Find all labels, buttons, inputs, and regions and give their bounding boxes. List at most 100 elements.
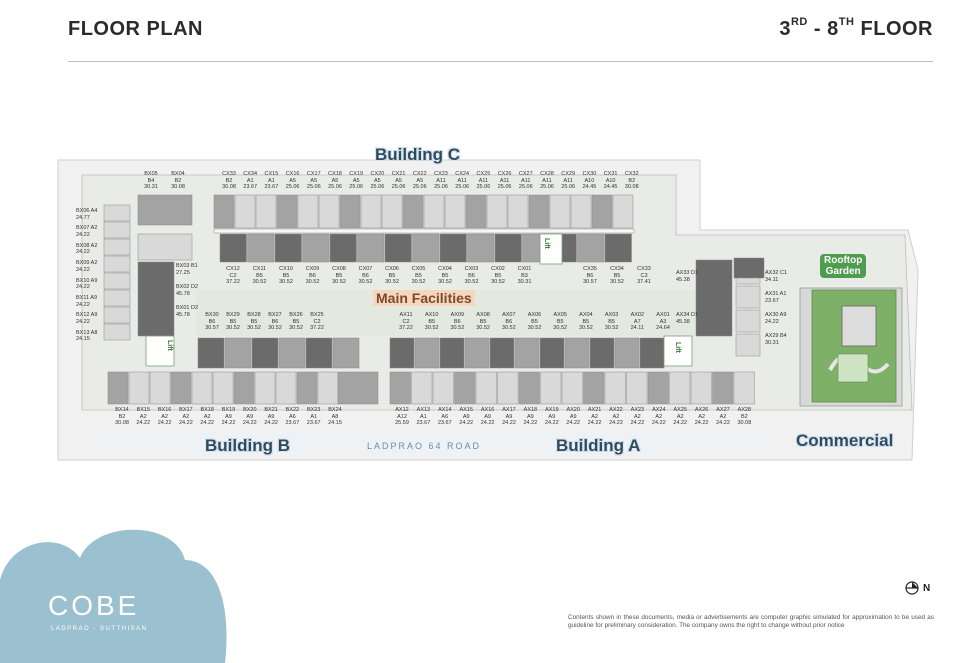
a-bottom-ax15 [454,371,476,405]
unit-label-ax33: AX33 D1 45.38 [676,270,699,283]
c-top-cx24 [444,194,466,229]
c-top-cx33 [213,194,235,229]
c-top-cx19 [339,194,361,229]
a-top-ax02 [614,337,640,369]
c-top-left-block [137,194,193,226]
unit-label-ax17: AX17 A9 24.22 [502,407,516,426]
lift-b [145,335,175,367]
c-top-cx16 [276,194,298,229]
a-top-ax11 [389,337,415,369]
unit-label-cx10: CX10 B5 30.52 [279,266,293,285]
a-bottom-ax27 [712,371,734,405]
a-top-ax10 [414,337,440,369]
b-left-bx09 [103,255,131,273]
b-left-bx06 [103,204,131,222]
unit-label-bx07: BX07 A2 24.22 [76,225,98,238]
a-bottom-ax22 [604,371,626,405]
unit-label-bx23: BX23 A1 23.67 [306,407,321,426]
unit-label-cx18: CX18 A5 25.06 [328,171,342,190]
unit-label-ax10: AX10 B5 30.52 [424,312,439,331]
unit-label-cx17: CX17 A5 25.06 [306,171,321,190]
a-top-ax04 [564,337,590,369]
c-top-cx23 [423,194,445,229]
c-top-cx34 [234,194,256,229]
a-bottom-ax20 [561,371,583,405]
building-b-label: Building B [205,436,290,455]
b-bottom-end [337,371,379,405]
unit-label-bx04: BX04 B2 30.08 [171,171,185,190]
unit-label-cx26: CX26 A11 25.06 [497,171,512,190]
a-right-column [695,259,733,337]
unit-label-cx07: CX07 B6 30.52 [358,266,373,285]
a-bottom-ax16 [475,371,497,405]
unit-label-ax09: AX09 B6 30.52 [450,312,465,331]
unit-label-cx35: CX35 B6 30.57 [583,266,597,285]
b-bottom-bx21 [254,371,276,405]
unit-label-ax32: AX32 C1 34.11 [765,270,788,283]
c-bottom-cx08 [329,233,357,263]
unit-label-ax08: AX08 B5 30.52 [476,312,490,331]
a-far-right-top [733,257,765,279]
unit-label-bx13: BX13 A8 24.15 [76,329,98,343]
unit-label-cx05: CX05 B5 30.52 [411,266,426,285]
c-bottom-cx12 [219,233,247,263]
unit-label-ax11: AX11 C2 37.22 [399,312,413,331]
unit-label-bx18: BX18 A2 24.22 [200,407,215,426]
unit-label-ax30: AX30 A9 24.22 [765,312,787,325]
unit-label-cx34: CX34 A1 23.67 [243,171,258,190]
lift-c [539,233,563,265]
c-top-cx28 [528,194,550,229]
c-top-cx22 [402,194,424,229]
b-left-bx10 [103,272,131,290]
unit-label-bx22: BX22 A6 23.67 [285,407,300,426]
logo-subtitle: LADPRAO - SUTTHISAN [51,626,148,632]
a-bottom-ax12 [389,371,411,405]
unit-label-ax03: AX03 B5 30.52 [604,312,619,331]
a-far-right-ax29 [735,333,761,357]
unit-label-ax16: AX16 A9 24.22 [480,407,495,426]
c-bottom-cx06 [384,233,412,263]
unit-label-cx01: CX01 B3 30.31 [517,266,532,285]
commercial-label: Commercial [796,431,894,450]
unit-label-cx34: CX34 B5 30.52 [610,266,624,285]
c-top-cx18 [318,194,340,229]
unit-label-cx28: CX28 A11 25.06 [540,171,554,190]
compass-icon [905,581,919,595]
unit-label-cx33: CX33 B2 30.08 [222,171,236,190]
unit-label-cx19: CX19 A5 25.06 [349,171,364,190]
unit-label-ax07: AX07 B6 30.52 [501,312,516,331]
unit-label-bx30: BX30 B6 30.57 [205,312,219,331]
unit-label-ax13: AX13 A1 23.67 [416,407,431,426]
c-top-cx32 [612,194,634,229]
unit-label-cx33: CX33 C3 37.41 [637,266,651,285]
disclaimer: Contents shown in these documents, media… [568,614,934,629]
a-bottom-ax18 [518,371,540,405]
c-bottom-cx34 [577,233,605,263]
b-bottom-bx15 [128,371,150,405]
unit-label-bx16: BX16 A2 24.22 [157,407,172,426]
c-bottom-left-block [137,233,193,261]
unit-label-cx21: CX21 A5 25.06 [391,171,406,190]
unit-label-bx03: BX03 B1 27.25 [176,263,198,276]
unit-label-cx25: CX25 A11 25.06 [476,171,491,190]
a-bottom-ax19 [540,371,562,405]
c-top-cx17 [297,194,319,229]
b-left-bx11 [103,289,131,307]
c-corridor [213,228,635,234]
b-left-bx08 [103,238,131,256]
c-top-cx30 [570,194,592,229]
unit-label-cx03: CX03 B6 30.52 [464,266,479,285]
b-bottom-bx19 [212,371,234,405]
floor-range: 3RD - 8TH FLOOR [779,16,933,40]
b-left-bx07 [103,221,131,239]
unit-label-bx06: BX06 A4 24.77 [76,208,98,221]
a-top-ax06 [514,337,540,369]
unit-label-ax02: AX02 A7 24.11 [630,312,645,331]
unit-label-ax31: AX31 A1 23.67 [765,291,787,304]
unit-label-ax14: AX14 A6 23.67 [437,407,452,426]
a-bottom-ax21 [583,371,605,405]
b-bottom-bx17 [170,371,192,405]
lift-label-a: Lift [674,342,681,353]
unit-label-ax29: AX29 B4 30.31 [765,333,787,346]
a-top-ax09 [439,337,465,369]
